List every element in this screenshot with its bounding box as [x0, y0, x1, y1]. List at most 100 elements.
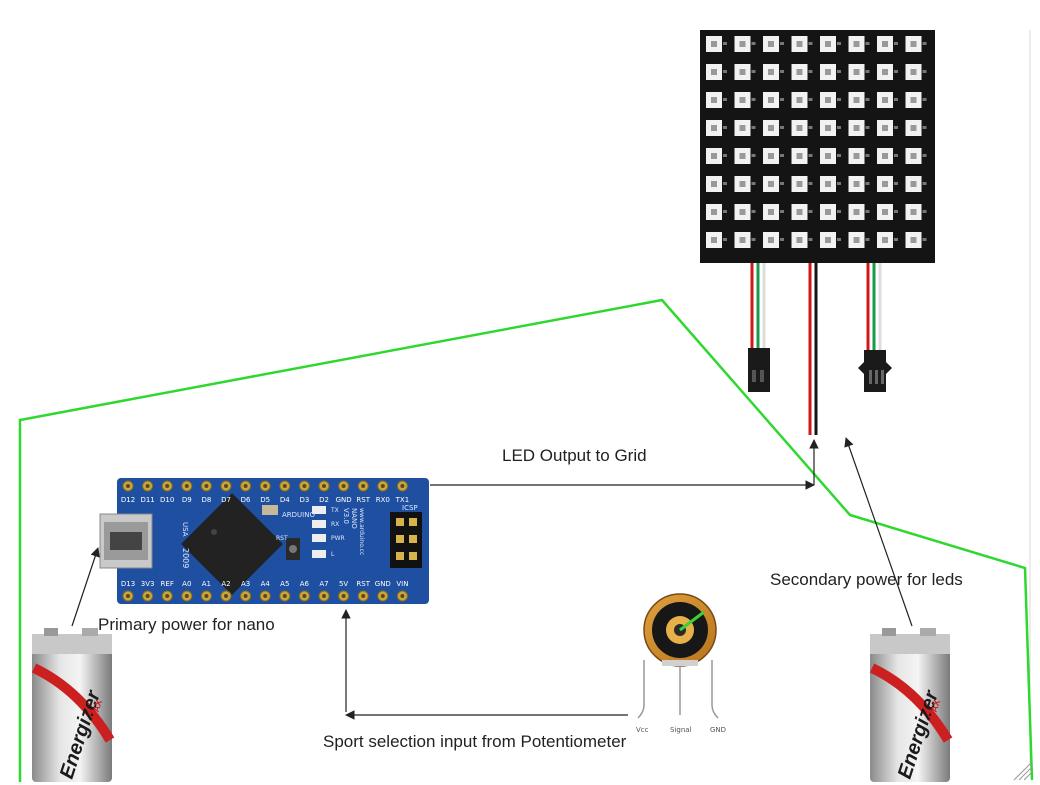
led-cell-cap	[751, 154, 756, 157]
led-cell-die	[796, 125, 803, 131]
header-pin-hole	[361, 484, 366, 488]
silk-rx: RX	[331, 521, 339, 528]
potentiometer: Vcc Signal GND	[636, 593, 726, 734]
led-cell-die	[853, 181, 860, 187]
led-cell-cap	[723, 238, 727, 241]
led-cell-cap	[894, 182, 898, 185]
bottom-pin-label: A7	[319, 580, 328, 588]
led-cell-cap	[780, 238, 784, 241]
icsp-pin	[396, 518, 404, 526]
bottom-pin-label: A4	[261, 580, 271, 588]
header-pin-hole	[341, 484, 346, 488]
led-cell-die	[768, 181, 774, 187]
led-cell-die	[796, 209, 803, 215]
led-cell-cap	[894, 238, 898, 241]
header-pin-hole	[302, 484, 307, 488]
pot-pin-gnd: GND	[710, 726, 726, 734]
header-pin-hole	[126, 484, 130, 488]
header-pin-hole	[145, 484, 150, 488]
top-pin-label: D10	[160, 496, 174, 504]
boundary-outline	[18, 298, 1034, 782]
led-cell-cap	[723, 154, 727, 157]
led-cell-cap	[922, 182, 927, 185]
led-cell-cap	[922, 126, 927, 129]
bottom-pin-label: A3	[241, 580, 250, 588]
led-cell-cap	[751, 98, 756, 101]
led-cell-die	[825, 97, 831, 103]
silk-pwr: PWR	[331, 535, 345, 542]
icsp-header	[390, 512, 422, 568]
top-pin-label: D4	[280, 496, 290, 504]
top-pin-label: D9	[182, 496, 192, 504]
led-cell-die	[853, 97, 860, 103]
header-pin-hole	[263, 484, 268, 488]
top-pin-label: D2	[319, 496, 329, 504]
led-cell-die	[853, 125, 860, 131]
led-cell-cap	[894, 98, 898, 101]
led-cell-die	[739, 41, 746, 47]
header-pin-hole	[263, 594, 268, 598]
label-primary-power: Primary power for nano	[98, 615, 275, 634]
header-pin-hole	[282, 484, 287, 488]
silk-l: L	[331, 551, 335, 558]
led-cell-cap	[723, 182, 727, 185]
led-cell-cap	[865, 154, 870, 157]
header-pin-hole	[322, 594, 326, 598]
label-sport-selection: Sport selection input from Potentiometer	[323, 732, 627, 751]
silk-version: V3.0	[342, 508, 350, 524]
header-pin-hole	[224, 484, 228, 488]
led-cell-cap	[808, 210, 813, 213]
led-cell-cap	[751, 70, 756, 73]
led-cell-cap	[922, 98, 927, 101]
header-pin-hole	[184, 594, 189, 598]
top-pin-label: D5	[260, 496, 270, 504]
led-cell-die	[711, 125, 717, 131]
matrix-power-wires	[808, 263, 818, 435]
header-pin-hole	[224, 594, 228, 598]
led-cell-die	[910, 125, 917, 131]
bottom-pin-label: D13	[121, 580, 135, 588]
resize-grip-icon[interactable]	[1013, 761, 1033, 781]
header-pin-hole	[145, 594, 150, 598]
led-cell-die	[711, 41, 717, 47]
led-cell-die	[853, 69, 860, 75]
header-pin-hole	[322, 484, 326, 488]
led-cell-die	[825, 153, 831, 159]
bottom-pin-label: 3V3	[141, 580, 155, 588]
bottom-pin-label: 5V	[339, 580, 348, 588]
led-cell-die	[910, 209, 917, 215]
led-cell-die	[768, 209, 774, 215]
top-pin-label: RST	[356, 496, 370, 504]
header-pin-hole	[165, 484, 170, 488]
led-cell-cap	[894, 210, 898, 213]
led-cell-cap	[723, 210, 727, 213]
top-pin-label: TX1	[395, 496, 410, 504]
header-pin-hole	[126, 594, 130, 598]
led-cell-die	[825, 69, 831, 75]
bottom-pin-label: A2	[221, 580, 230, 588]
led-cell-cap	[894, 126, 898, 129]
icsp-pin	[409, 552, 417, 560]
silk-rst: RST	[276, 535, 288, 542]
header-pin-hole	[380, 594, 385, 598]
header-pin-hole	[184, 484, 189, 488]
header-pin-hole	[380, 484, 385, 488]
silk-arduino: ARDUINO	[282, 511, 315, 519]
matrix-wires-left	[748, 263, 770, 392]
led-cell-die	[739, 181, 746, 187]
top-pin-label: RX0	[376, 496, 390, 504]
led-cell-die	[882, 237, 888, 243]
bottom-pin-label: VIN	[396, 580, 408, 588]
led-matrix	[700, 30, 935, 263]
led-cell-die	[825, 41, 831, 47]
led-cell-die	[882, 153, 888, 159]
led-cell-cap	[723, 126, 727, 129]
label-secondary-power: Secondary power for leds	[770, 570, 963, 589]
led-cell-die	[853, 209, 860, 215]
top-pin-label: D3	[299, 496, 309, 504]
led-cell-die	[739, 237, 746, 243]
led-cell-cap	[837, 126, 841, 129]
led-cell-cap	[751, 238, 756, 241]
led-cell-die	[853, 237, 860, 243]
